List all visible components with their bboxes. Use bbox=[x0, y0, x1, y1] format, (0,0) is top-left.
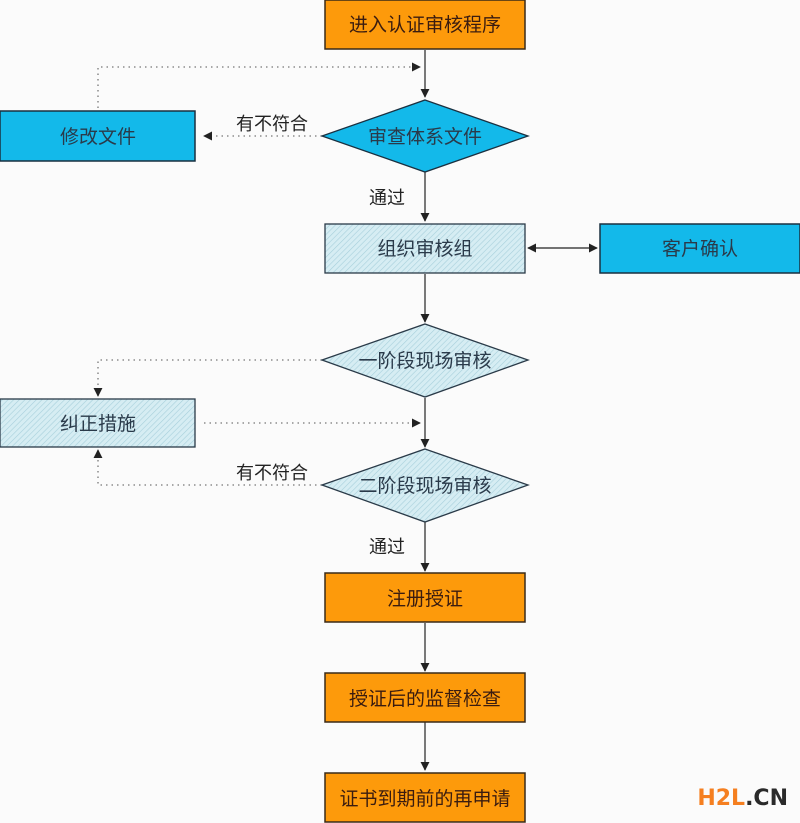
node-register-label: 注册授证 bbox=[387, 588, 463, 610]
node-stage2: 二阶段现场审核 bbox=[320, 448, 530, 523]
node-reapply: 证书到期前的再申请 bbox=[324, 772, 526, 823]
node-register: 注册授证 bbox=[324, 572, 526, 623]
watermark: H2L.CN bbox=[697, 786, 788, 811]
node-start-label: 进入认证审核程序 bbox=[349, 14, 501, 36]
edge-label-pass-2: 通过 bbox=[369, 537, 405, 558]
edge-modify-to-review-loop bbox=[97, 62, 421, 108]
edge-label-nonconform-2: 有不符合 bbox=[236, 463, 308, 484]
node-corrective: 纠正措施 bbox=[0, 398, 196, 448]
node-organize-team: 组织审核组 bbox=[324, 223, 526, 274]
node-stage1: 一阶段现场审核 bbox=[320, 323, 530, 398]
node-corrective-label: 纠正措施 bbox=[60, 413, 136, 435]
node-reapply-label: 证书到期前的再申请 bbox=[339, 788, 510, 810]
edge-stage1-to-corrective bbox=[93, 359, 322, 397]
node-modify-docs: 修改文件 bbox=[0, 110, 196, 162]
edge-label-nonconform-1: 有不符合 bbox=[236, 114, 308, 135]
node-modify-docs-label: 修改文件 bbox=[60, 126, 136, 148]
node-start: 进入认证审核程序 bbox=[324, 0, 526, 50]
node-stage2-label: 二阶段现场审核 bbox=[358, 475, 491, 497]
node-review-docs: 审查体系文件 bbox=[320, 99, 530, 173]
node-stage1-label: 一阶段现场审核 bbox=[358, 350, 491, 372]
node-surveillance: 授证后的监督检查 bbox=[324, 672, 526, 723]
watermark-suffix: .CN bbox=[745, 786, 788, 811]
watermark-brand: H2L bbox=[697, 786, 746, 811]
node-customer-confirm: 客户确认 bbox=[599, 223, 800, 274]
edge-label-pass-1: 通过 bbox=[369, 188, 405, 209]
node-review-docs-label: 审查体系文件 bbox=[368, 126, 482, 148]
node-customer-confirm-label: 客户确认 bbox=[662, 238, 738, 260]
node-surveillance-label: 授证后的监督检查 bbox=[349, 688, 501, 710]
node-organize-team-label: 组织审核组 bbox=[377, 238, 472, 260]
